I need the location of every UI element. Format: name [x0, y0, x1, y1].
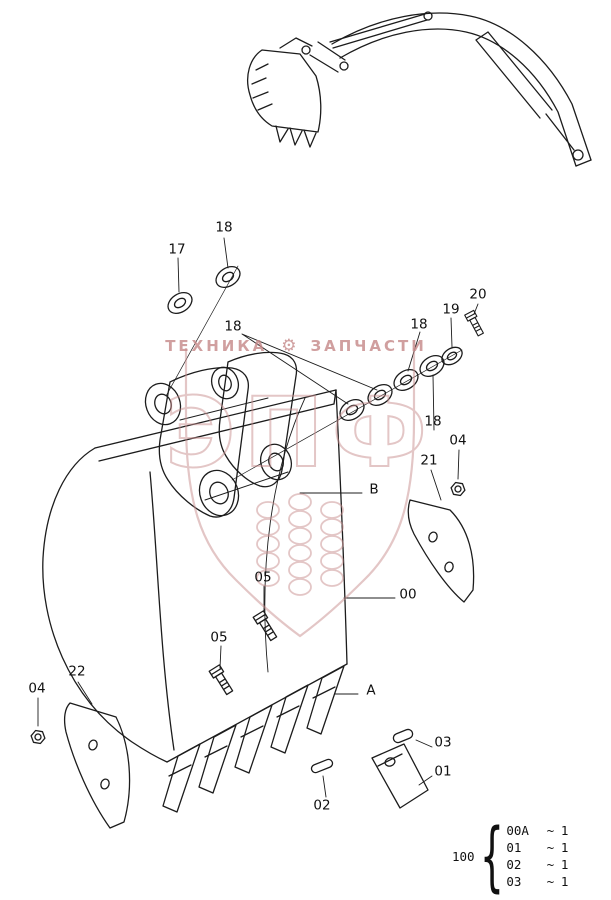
- gear-icon: ⚙: [281, 336, 297, 356]
- callout-05-lower: 05: [210, 629, 228, 646]
- legend-sep: ~: [546, 823, 555, 838]
- legend-rows: 00A ~ 1 01 ~ 1 02 ~ 1 03 ~ 1: [506, 823, 568, 889]
- legend-qty: 1: [560, 874, 569, 889]
- teeth-row: [162, 665, 345, 813]
- bolt-05-lower: [208, 664, 236, 697]
- legend-group-number: 100: [452, 848, 475, 864]
- nut-04-left: [29, 729, 47, 745]
- callout-18-top: 18: [215, 219, 233, 236]
- callout-18-right: 18: [410, 316, 428, 333]
- legend-row: 01 ~ 1: [506, 840, 568, 855]
- leader-lines: [37, 237, 479, 798]
- legend-sep: ~: [546, 874, 555, 889]
- callout-22: 22: [68, 663, 86, 680]
- callout-05-upper: 05: [254, 569, 272, 586]
- callout-19: 19: [442, 301, 460, 318]
- link-bracket-drawing: [144, 351, 298, 518]
- legend-qty: 1: [560, 857, 569, 872]
- callout-04-left: 04: [28, 680, 46, 697]
- watermark-band-left: ТЕХНИКА: [165, 337, 268, 355]
- watermark-band-right: ЗАПЧАСТИ: [310, 337, 427, 355]
- callout-18-mid: 18: [224, 318, 242, 335]
- watermark-band: ТЕХНИКА ⚙ ЗАПЧАСТИ: [165, 336, 427, 356]
- section-mark-b: B: [369, 481, 379, 498]
- bolt-20: [464, 309, 486, 338]
- callout-02: 02: [313, 797, 331, 814]
- legend-brace: {: [480, 811, 503, 900]
- legend-row: 02 ~ 1: [506, 857, 568, 872]
- callout-17: 17: [168, 241, 186, 258]
- watermark-sheaf: [256, 493, 344, 596]
- legend-qty: 1: [560, 840, 569, 855]
- side-cutter-right: [407, 499, 475, 603]
- legend-qty: 1: [560, 823, 569, 838]
- watermark-logo-text: ЭПФ: [165, 377, 435, 489]
- callout-21: 21: [420, 452, 438, 469]
- excavator-overview-drawing: [247, 11, 592, 167]
- legend-row: 00A ~ 1: [506, 823, 568, 838]
- tooth-01-drawing: [371, 743, 429, 809]
- callout-20: 20: [469, 286, 487, 303]
- legend-code: 01: [506, 840, 522, 855]
- legend-table: 100 { 00A ~ 1 01 ~ 1 02 ~ 1 03 ~ 1: [452, 818, 568, 894]
- legend-sep: ~: [546, 840, 555, 855]
- section-mark-a: A: [366, 682, 376, 699]
- watermark-shield: [184, 348, 416, 638]
- callout-18-lower: 18: [424, 413, 442, 430]
- legend-code: 02: [506, 857, 522, 872]
- legend-code: 00A: [506, 823, 529, 838]
- side-cutter-left: [63, 702, 131, 829]
- callout-03: 03: [434, 734, 452, 751]
- legend-row: 03 ~ 1: [506, 874, 568, 889]
- callout-01: 01: [434, 763, 452, 780]
- pin-03-drawing: [392, 728, 414, 744]
- bushing-rings: [163, 261, 466, 481]
- pin-02-drawing: [310, 758, 334, 774]
- legend-sep: ~: [546, 857, 555, 872]
- legend-code: 03: [506, 874, 522, 889]
- watermark-emblem: ЭПФ: [164, 348, 435, 638]
- nut-04-right: [449, 481, 467, 497]
- callout-04-right: 04: [449, 432, 467, 449]
- callout-00: 00: [399, 586, 417, 603]
